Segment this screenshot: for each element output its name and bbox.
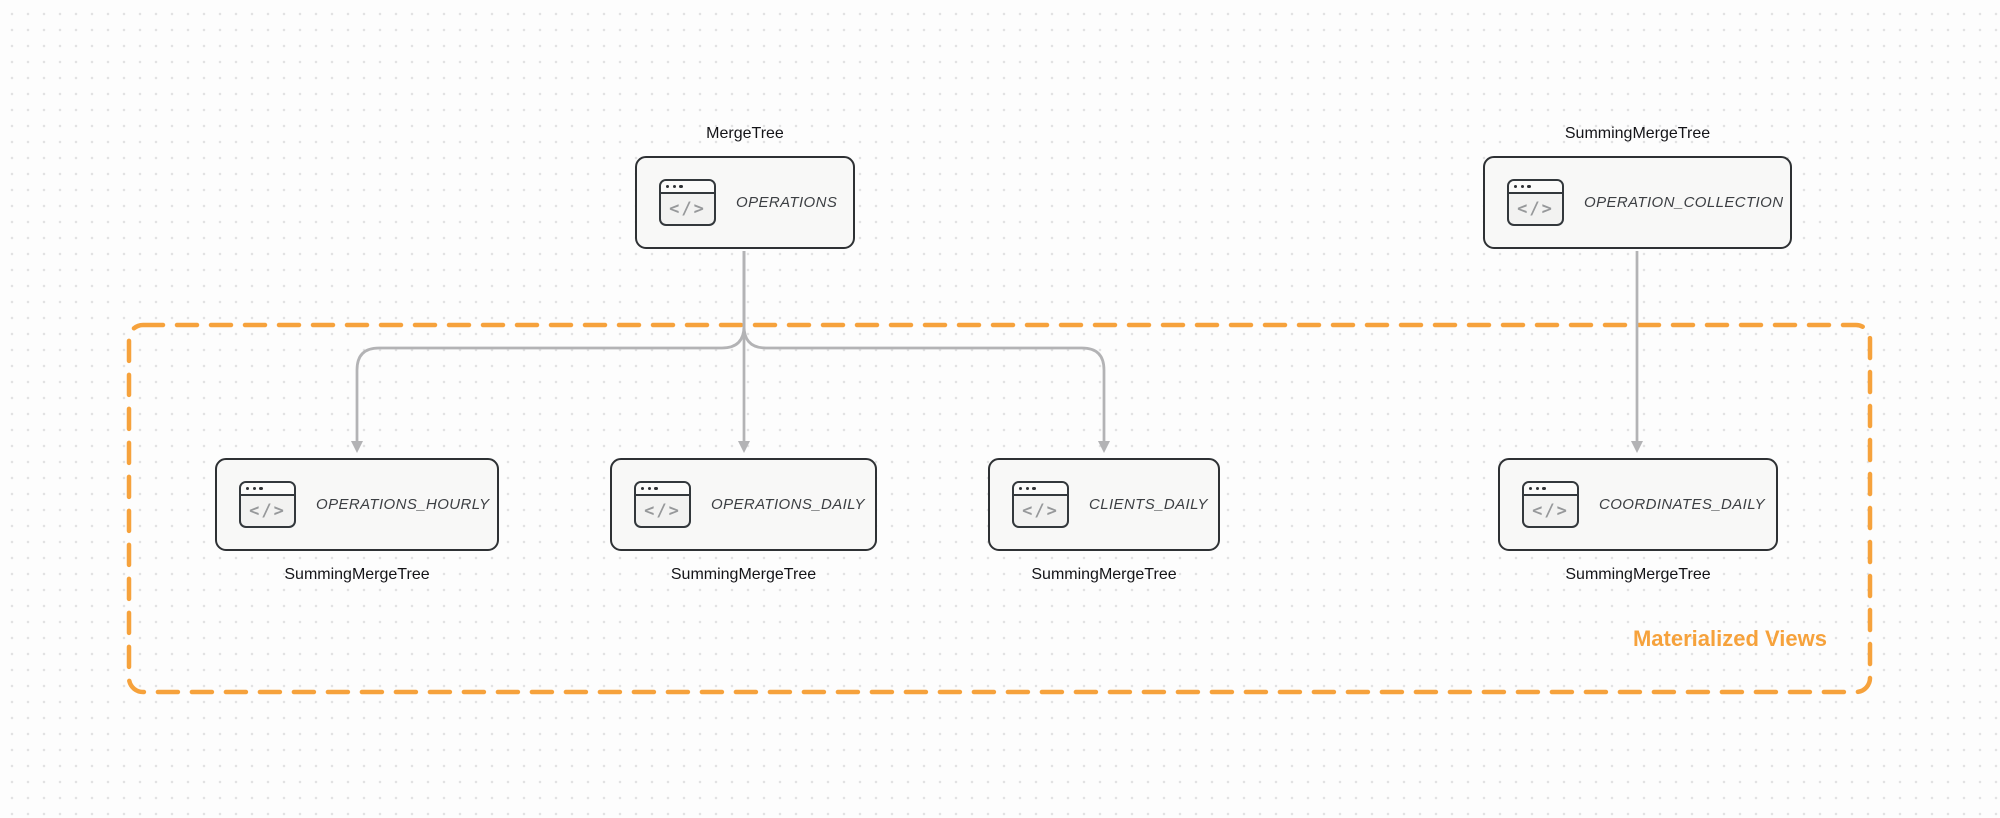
edge-operations-to-clients-daily (742, 251, 1110, 453)
table-name: COORDINATES_DAILY (1599, 496, 1766, 513)
window-dot (1514, 184, 1518, 189)
table-name: OPERATION_COLLECTION (1584, 194, 1784, 211)
window-dot (647, 486, 651, 491)
code-glyph: </> (644, 501, 681, 521)
table-name: OPERATIONS_HOURLY (316, 496, 490, 513)
window-titlebar (241, 483, 294, 496)
materialized-views-region-label: Materialized Views (1632, 626, 1827, 651)
table-name: OPERATIONS (736, 194, 838, 211)
table-name: OPERATIONS_DAILY (711, 496, 865, 513)
window-dot (1529, 486, 1533, 491)
node-operation-collection: SummingMergeTree </> OPERATION_COLLECTIO… (1483, 125, 1792, 249)
node-operations-hourly: </> OPERATIONS_HOURLY SummingMergeTree (215, 458, 499, 583)
engine-label: SummingMergeTree (670, 566, 817, 583)
window-dot (1535, 486, 1539, 491)
table-box-operations[interactable]: </> OPERATIONS (635, 156, 855, 249)
table-box-coordinates-daily[interactable]: </> COORDINATES_DAILY (1498, 458, 1778, 551)
code-glyph: </> (1022, 501, 1059, 521)
table-box-operations-hourly[interactable]: </> OPERATIONS_HOURLY (215, 458, 499, 551)
window-titlebar (1524, 483, 1577, 496)
window-dot (679, 184, 683, 189)
code-glyph: </> (249, 501, 286, 521)
code-window-icon: </> (1012, 481, 1069, 528)
window-dot (654, 486, 658, 491)
edge-operations-to-operations-hourly (351, 251, 746, 453)
window-dot (1527, 184, 1531, 189)
engine-label: SummingMergeTree (1031, 566, 1177, 583)
node-operations: MergeTree </> OPERATIONS (635, 125, 855, 249)
window-dot (1520, 184, 1524, 189)
window-titlebar (636, 483, 689, 496)
node-operations-daily: </> OPERATIONS_DAILY SummingMergeTree (610, 458, 877, 583)
window-dot (1032, 486, 1036, 491)
code-window-icon: </> (239, 481, 296, 528)
table-box-operations-daily[interactable]: </> OPERATIONS_DAILY (610, 458, 877, 551)
window-titlebar (1509, 181, 1562, 194)
window-dot (259, 486, 263, 491)
code-window-icon: </> (659, 179, 716, 226)
table-box-operation-collection[interactable]: </> OPERATION_COLLECTION (1483, 156, 1792, 249)
code-glyph: </> (1532, 501, 1569, 521)
engine-label: MergeTree (706, 125, 784, 142)
window-titlebar (661, 181, 714, 194)
window-dot (641, 486, 645, 491)
engine-label: SummingMergeTree (1564, 125, 1711, 142)
code-glyph: </> (1517, 199, 1554, 219)
table-box-clients-daily[interactable]: </> CLIENTS_DAILY (988, 458, 1220, 551)
window-titlebar (1014, 483, 1067, 496)
engine-label: SummingMergeTree (284, 566, 430, 583)
code-window-icon: </> (1507, 179, 1564, 226)
engine-label: SummingMergeTree (1565, 566, 1711, 583)
node-clients-daily: </> CLIENTS_DAILY SummingMergeTree (988, 458, 1220, 583)
window-dot (246, 486, 250, 491)
window-dot (252, 486, 256, 491)
window-dot (1025, 486, 1029, 491)
window-dot (1019, 486, 1023, 491)
window-dot (672, 184, 676, 189)
code-glyph: </> (669, 199, 706, 219)
window-dot (666, 184, 670, 189)
code-window-icon: </> (634, 481, 691, 528)
window-dot (1542, 486, 1546, 491)
table-name: CLIENTS_DAILY (1089, 496, 1208, 513)
node-coordinates-daily: </> COORDINATES_DAILY SummingMergeTree (1498, 458, 1778, 583)
code-window-icon: </> (1522, 481, 1579, 528)
